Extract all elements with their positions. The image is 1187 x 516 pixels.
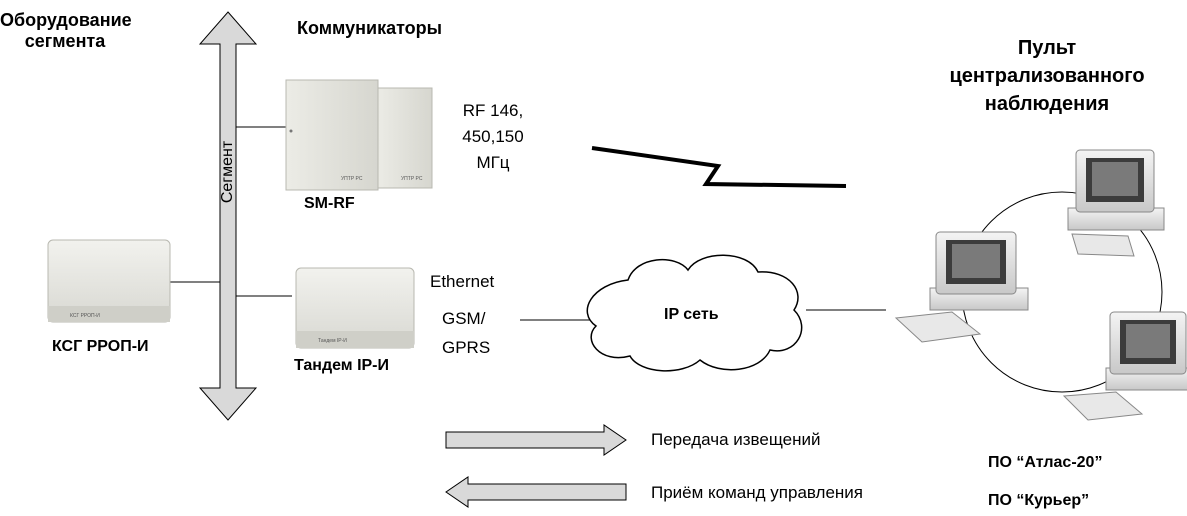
send-legend-arrow (445, 424, 627, 456)
workstation-computer (1062, 311, 1187, 421)
software-atlas-label: ПО “Атлас-20” (988, 454, 1103, 471)
console-heading-line3: наблюдения (984, 93, 1110, 115)
segment-bus-label: Сегмент (219, 140, 236, 204)
software-courier-label: ПО “Курьер” (988, 492, 1090, 509)
console-heading: Пульт централизованного наблюдения (912, 34, 1182, 118)
rf-link-lightning (591, 146, 847, 188)
communicators-heading: Коммуникаторы (297, 18, 443, 38)
segment-equipment-heading: Оборудование сегмента (0, 10, 132, 52)
svg-text:Тандем IP-И: Тандем IP-И (318, 338, 347, 344)
workstation-computer (894, 231, 1029, 343)
smrf-device: УПТР РС УПТР РС (285, 79, 433, 191)
segment-bus-arrow (198, 11, 258, 421)
rf-label: RF 146, 450,150 МГц (446, 98, 540, 176)
segment-equipment-heading-line1: Оборудование (0, 10, 132, 30)
ksg-device: КСГ РРОП-И (47, 239, 171, 323)
segment-equipment-heading-line2: сегмента (24, 31, 106, 51)
svg-text:КСГ РРОП-И: КСГ РРОП-И (70, 313, 100, 319)
workstation-computer (1067, 149, 1165, 257)
tandem-device: Тандем IP-И (295, 267, 415, 349)
svg-text:УПТР РС: УПТР РС (341, 176, 363, 182)
tandem-label: Тандем IP-И (294, 357, 390, 374)
console-heading-line2: централизованного (949, 65, 1145, 87)
ip-network-label: IP сеть (664, 306, 719, 323)
gprs-label: GPRS (442, 338, 491, 357)
smrf-label: SM-RF (304, 195, 355, 212)
gsm-label: GSM/ (442, 309, 486, 328)
send-legend-label: Передача извещений (651, 430, 821, 449)
receive-legend-label: Приём команд управления (651, 483, 864, 502)
ksg-label: КСГ РРОП-И (52, 338, 149, 355)
ethernet-label: Ethernet (430, 272, 495, 291)
console-heading-line1: Пульт (1017, 37, 1077, 59)
rf-label-line3: МГц (476, 153, 510, 172)
rf-label-line2: 450,150 (462, 127, 524, 146)
svg-text:УПТР РС: УПТР РС (401, 176, 423, 182)
ip-network-cloud (586, 254, 803, 372)
receive-legend-arrow (445, 476, 627, 508)
rf-label-line1: RF 146, (462, 101, 524, 120)
